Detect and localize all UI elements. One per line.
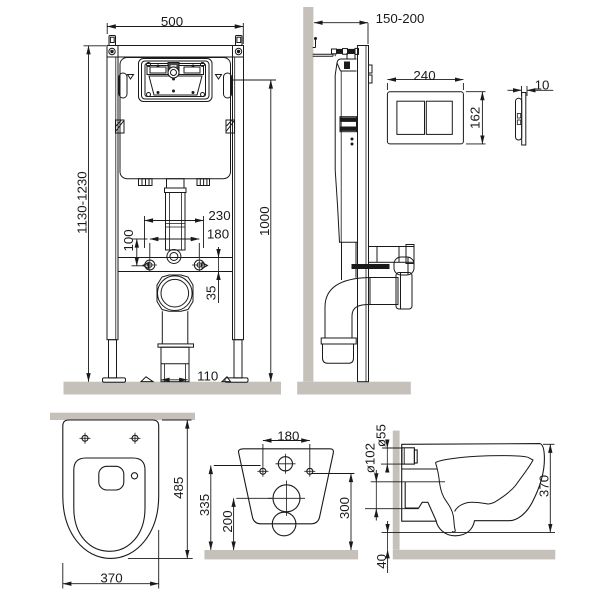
svg-text:370: 370 (100, 571, 122, 586)
svg-text:110: 110 (197, 368, 218, 383)
svg-text:180: 180 (207, 227, 229, 242)
svg-text:ø55: ø55 (374, 424, 389, 447)
svg-text:ø102: ø102 (363, 443, 378, 473)
svg-text:180: 180 (277, 429, 299, 444)
svg-text:100: 100 (121, 229, 136, 251)
svg-text:35: 35 (203, 286, 218, 301)
svg-text:1130-1230: 1130-1230 (74, 171, 89, 234)
svg-text:150-200: 150-200 (376, 11, 425, 26)
svg-text:300: 300 (337, 497, 352, 519)
svg-text:240: 240 (413, 68, 435, 83)
svg-text:485: 485 (171, 477, 186, 499)
svg-text:1000: 1000 (257, 206, 272, 236)
svg-text:200: 200 (220, 510, 235, 532)
svg-text:370: 370 (537, 475, 552, 497)
svg-text:10: 10 (535, 78, 550, 93)
svg-text:40: 40 (374, 554, 389, 569)
svg-text:500: 500 (161, 14, 183, 29)
svg-text:162: 162 (468, 107, 483, 129)
svg-text:335: 335 (197, 494, 212, 516)
svg-text:230: 230 (208, 208, 230, 223)
